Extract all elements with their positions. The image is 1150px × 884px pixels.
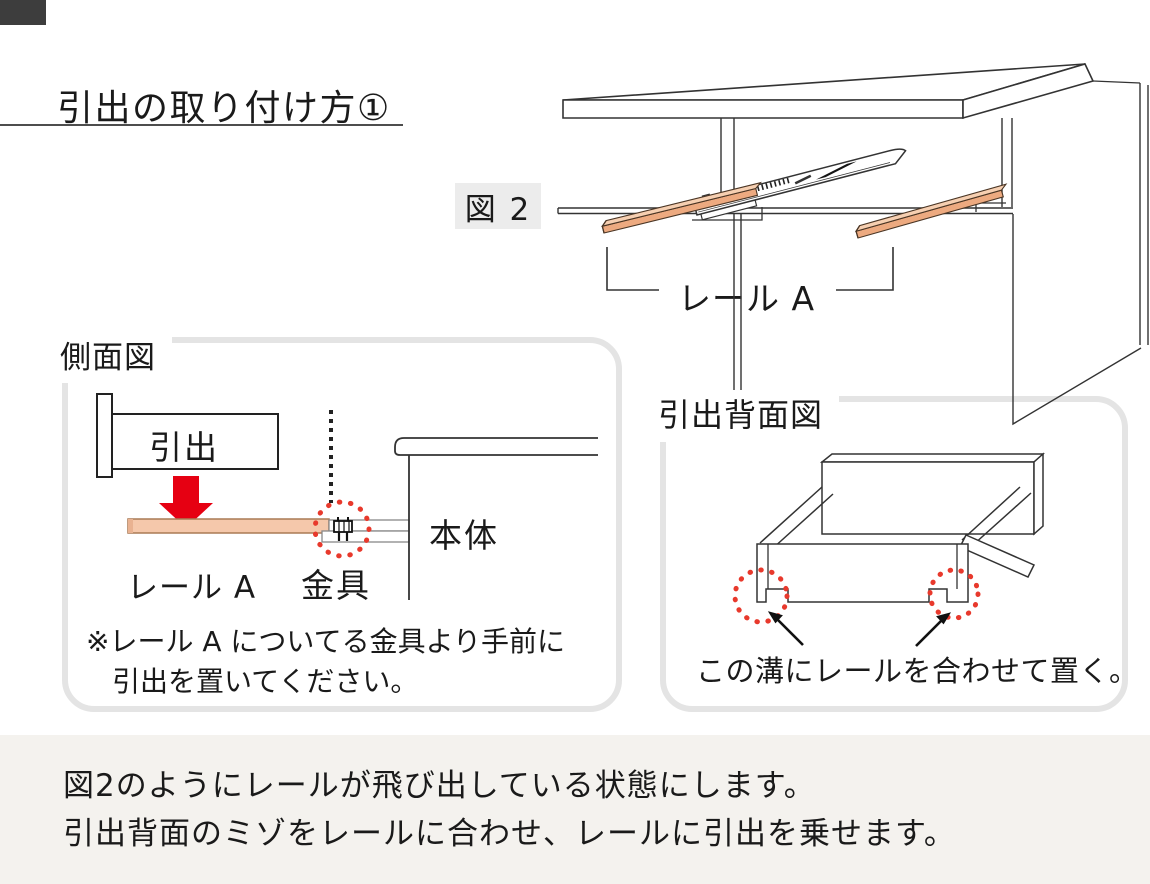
fitting-label: 金具: [301, 566, 371, 605]
footer-band: [0, 735, 1150, 884]
rail-mount-right: [975, 202, 1006, 212]
figure2-tag-label: 図 2: [464, 191, 532, 228]
title-accent-bar: [0, 0, 46, 25]
figure2-tag: 図 2: [455, 183, 541, 229]
side-view-note: ※レール A についてる金具より手前に 引出を置いてください。: [86, 622, 565, 702]
desk-top-surface: [562, 63, 1086, 101]
telescopic-slide: [692, 148, 907, 221]
figure2-rail-a-label: レール A: [678, 279, 816, 318]
title-underline: [0, 124, 403, 126]
slide-slot-dark: [815, 161, 857, 180]
note-line-1: ※レール A についてる金具より手前に: [86, 625, 566, 658]
desk-shelf-edge: [557, 207, 1013, 215]
footer-instructions: 図2のようにレールが飛び出している状態にします。 引出背面のミゾをレールに合わせ…: [63, 762, 956, 858]
rear-view-heading: 引出背面図: [656, 390, 840, 442]
desk-front-face: [562, 99, 964, 119]
figure2-desk-drawing: [557, 63, 1149, 426]
note-line-2: 引出を置いてください。: [112, 665, 419, 698]
cabinet-side-edge: [1012, 214, 1142, 426]
rail-a-left: [601, 181, 762, 234]
rear-view-caption: この溝にレールを合わせて置く。: [696, 654, 1139, 688]
slide-ball-track-hatch: [701, 177, 792, 206]
rail-a-right: [854, 183, 1008, 239]
drawer-label: 引出: [149, 428, 219, 467]
desk-end-face: [962, 63, 1095, 120]
desk-partition-right: [1001, 118, 1013, 207]
desk-partition-left: [720, 118, 735, 208]
rail-mount-left: [692, 207, 763, 221]
body-label: 本体: [429, 516, 499, 555]
desk-right-leg: [1139, 83, 1149, 345]
slide-slot-small: [794, 174, 812, 185]
desk-leg-top-edge: [1092, 80, 1141, 84]
page-title: 引出の取り付け方①: [57, 88, 391, 129]
footer-line-2: 引出背面のミゾをレールに合わせ、レールに引出を乗せます。: [63, 816, 956, 852]
footer-line-1: 図2のようにレールが飛び出している状態にします。: [63, 768, 816, 804]
side-view-heading: 側面図: [58, 332, 172, 383]
rail-a-side-label: レール A: [127, 570, 257, 606]
